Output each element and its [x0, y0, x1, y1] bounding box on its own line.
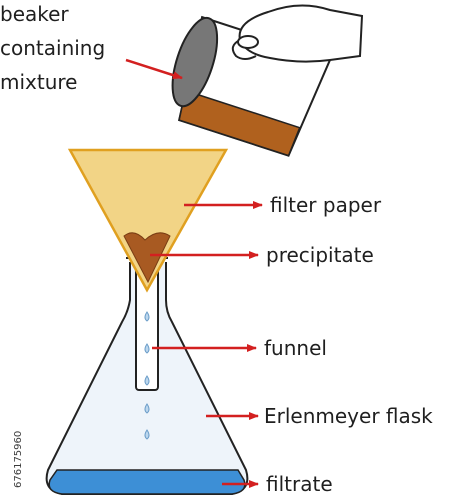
- arrow-beaker: [125, 58, 183, 80]
- label-precipitate: precipitate: [266, 243, 374, 267]
- label-erlenmeyer-flask: Erlenmeyer flask: [264, 404, 433, 428]
- mixture-liquid: [178, 89, 301, 157]
- funnel-cone: [67, 148, 229, 293]
- stock-id-text: 676175960: [13, 430, 24, 488]
- precipitate: [123, 232, 171, 284]
- stock-id-watermark: 676175960: [2, 388, 24, 498]
- label-filtrate: filtrate: [266, 472, 333, 496]
- label-beaker-line3: mixture: [0, 70, 78, 94]
- filtrate-droplets: [144, 311, 150, 440]
- label-beaker-line1: beaker: [0, 2, 69, 26]
- label-arrows: [125, 58, 263, 488]
- label-filter-paper: filter paper: [270, 193, 382, 217]
- filtrate-liquid: [48, 469, 246, 495]
- label-beaker-line2: containing: [0, 36, 106, 60]
- hand-illustration: [231, 4, 364, 63]
- label-funnel: funnel: [264, 336, 327, 360]
